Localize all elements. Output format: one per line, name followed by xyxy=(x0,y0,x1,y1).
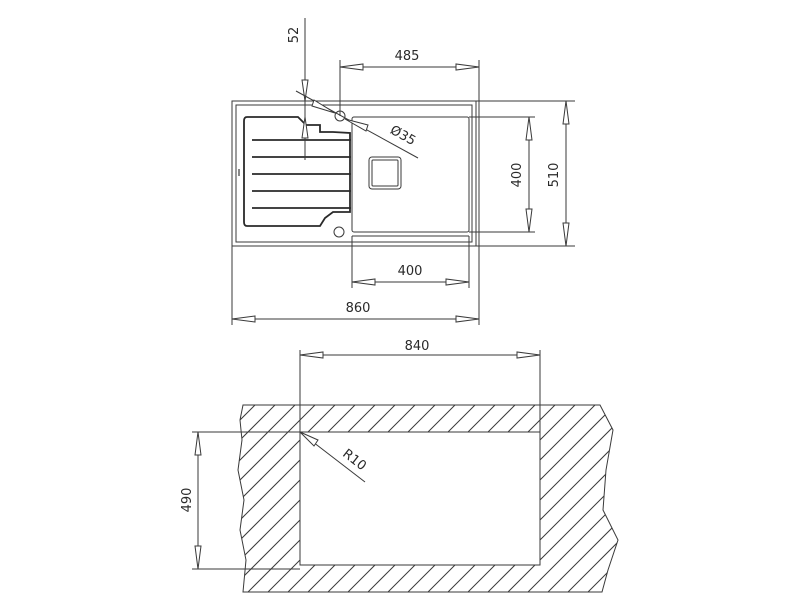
svg-text:R10: R10 xyxy=(339,446,368,474)
dimension-490: 490 xyxy=(180,431,300,570)
dimension-485: 485 xyxy=(339,49,480,116)
svg-text:860: 860 xyxy=(346,301,371,316)
countertop-outline xyxy=(237,404,619,593)
dimension-r10: R10 xyxy=(299,431,369,483)
dimension-400-vertical: 400 xyxy=(469,116,535,233)
drainer-outline xyxy=(243,116,351,227)
svg-text:400: 400 xyxy=(398,264,423,279)
sink-top-view: 485 52 Ø35 400 xyxy=(231,18,575,325)
svg-text:400: 400 xyxy=(510,163,525,188)
dimension-840: 840 xyxy=(299,339,541,432)
overflow-hole xyxy=(333,226,345,238)
brand-mark xyxy=(238,169,240,176)
drain-strainer xyxy=(368,156,402,190)
svg-text:Ø35: Ø35 xyxy=(387,123,418,149)
sink-inner-rim xyxy=(235,104,473,243)
dimension-860-horizontal: 860 xyxy=(231,101,480,325)
dimension-400-horizontal: 400 xyxy=(351,236,470,288)
dimension-52: 52 xyxy=(287,18,309,160)
svg-text:510: 510 xyxy=(547,163,562,188)
drainer-grooves xyxy=(252,139,351,209)
sink-outer-rim xyxy=(231,100,477,247)
dimension-510-vertical: 510 xyxy=(476,100,575,247)
cutout-opening xyxy=(299,431,541,566)
svg-text:52: 52 xyxy=(287,27,302,44)
svg-text:485: 485 xyxy=(395,49,420,64)
sink-bowl xyxy=(351,116,470,233)
svg-text:840: 840 xyxy=(405,339,430,354)
countertop-cutout-view: 840 490 R10 xyxy=(180,339,619,593)
countertop-hatching xyxy=(238,405,618,592)
svg-text:490: 490 xyxy=(180,488,195,513)
